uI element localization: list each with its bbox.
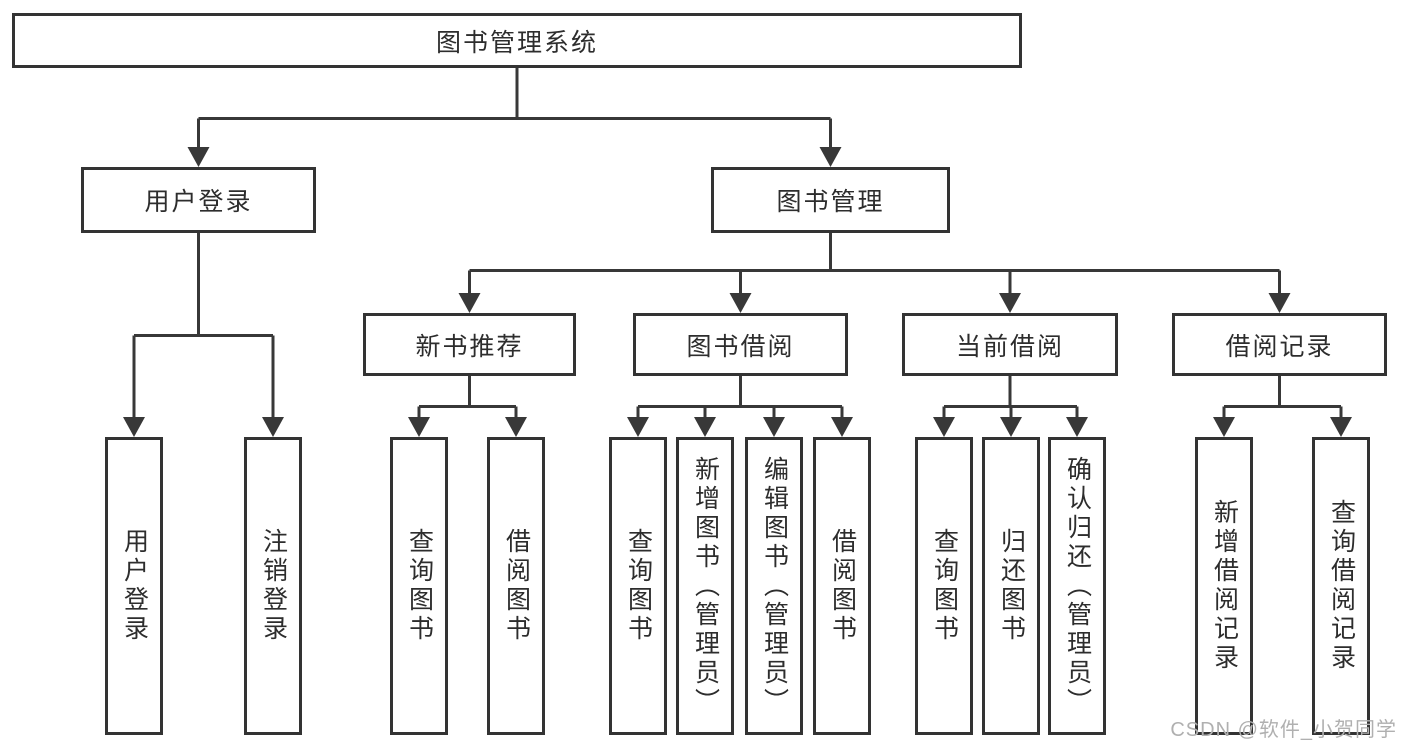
leaf-user-login-label: 用户登录 xyxy=(120,528,149,644)
leaf-recommend-query-books-label: 查询图书 xyxy=(405,528,434,644)
leaf-confirm-return-admin-label: 确认归还（管理员） xyxy=(1063,455,1092,717)
leaf-borrow-books-label: 借阅图书 xyxy=(828,528,857,644)
leaf-return-books-label: 归还图书 xyxy=(997,528,1026,644)
leaf-borrow-books: 借阅图书 xyxy=(813,437,871,735)
node-current-borrow: 当前借阅 xyxy=(902,313,1118,376)
node-new-book-recommend-label: 新书推荐 xyxy=(415,332,524,361)
leaf-confirm-return-admin: 确认归还（管理员） xyxy=(1048,437,1106,735)
leaf-current-query-books: 查询图书 xyxy=(915,437,973,735)
leaf-borrow-query-books-label: 查询图书 xyxy=(624,528,653,644)
node-book-management: 图书管理 xyxy=(711,167,950,233)
leaf-return-books: 归还图书 xyxy=(982,437,1040,735)
leaf-current-query-books-label: 查询图书 xyxy=(930,528,959,644)
node-book-management-label: 图书管理 xyxy=(776,188,885,216)
leaf-logout-login-label: 注销登录 xyxy=(259,528,288,644)
leaf-recommend-query-books: 查询图书 xyxy=(390,437,448,735)
leaf-edit-books-admin: 编辑图书（管理员） xyxy=(745,437,803,735)
leaf-query-borrow-record-label: 查询借阅记录 xyxy=(1327,499,1356,673)
leaf-add-books-admin: 新增图书（管理员） xyxy=(676,437,734,735)
node-current-borrow-label: 当前借阅 xyxy=(955,332,1064,361)
leaf-add-borrow-record: 新增借阅记录 xyxy=(1195,437,1253,735)
leaf-recommend-borrow-books: 借阅图书 xyxy=(487,437,545,735)
leaf-add-borrow-record-label: 新增借阅记录 xyxy=(1210,499,1239,673)
node-library-system-label: 图书管理系统 xyxy=(435,28,598,57)
node-borrow-records: 借阅记录 xyxy=(1172,313,1387,376)
node-book-borrow-label: 图书借阅 xyxy=(686,332,795,361)
leaf-user-login: 用户登录 xyxy=(105,437,163,735)
csdn-watermark: CSDN @软件_小贺同学 xyxy=(1170,719,1397,741)
leaf-recommend-borrow-books-label: 借阅图书 xyxy=(502,528,531,644)
node-book-borrow: 图书借阅 xyxy=(633,313,848,376)
leaf-borrow-query-books: 查询图书 xyxy=(609,437,667,735)
leaf-edit-books-admin-label: 编辑图书（管理员） xyxy=(760,455,789,717)
leaf-add-books-admin-label: 新增图书（管理员） xyxy=(691,455,720,717)
node-new-book-recommend: 新书推荐 xyxy=(363,313,576,376)
node-library-system: 图书管理系统 xyxy=(12,13,1022,68)
leaf-logout-login: 注销登录 xyxy=(244,437,302,735)
node-user-login: 用户登录 xyxy=(81,167,316,233)
node-user-login-label: 用户登录 xyxy=(144,188,253,216)
node-borrow-records-label: 借阅记录 xyxy=(1225,332,1334,361)
leaf-query-borrow-record: 查询借阅记录 xyxy=(1312,437,1370,735)
